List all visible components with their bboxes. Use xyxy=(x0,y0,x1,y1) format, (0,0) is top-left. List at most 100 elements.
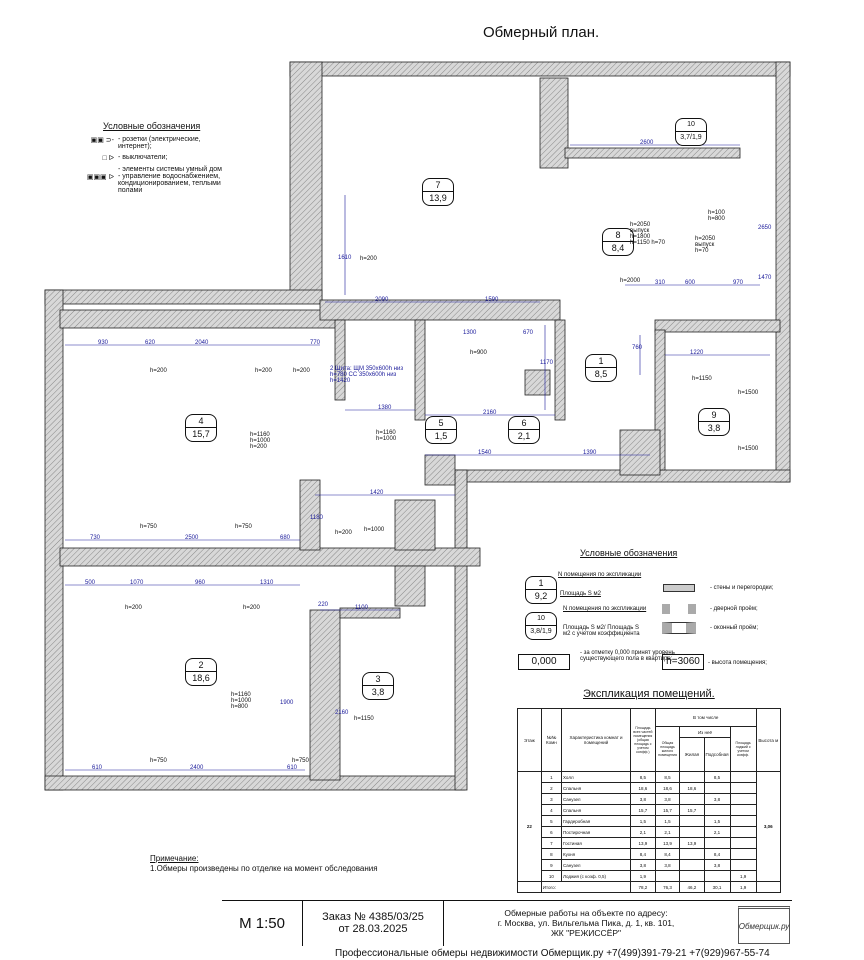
legend-text: - управление водоснабжением, кондиционир… xyxy=(118,173,221,194)
cell: 1,9 xyxy=(729,870,757,882)
height-mark: h=1150 xyxy=(354,716,374,722)
th-living: Жилая xyxy=(679,737,705,772)
cell: 8,4 xyxy=(703,848,731,860)
cell: 18,6 xyxy=(630,782,656,794)
legend-text: Площадь S м2/ Площадь S м2 с учетом коэф… xyxy=(563,625,640,637)
control-icon: ▣▣▣ ᐅ xyxy=(86,174,114,181)
address-line: Обмерные работы на объекте по адресу: xyxy=(504,908,668,918)
cell: 18,6 xyxy=(654,782,681,794)
height-mark: h=750 xyxy=(150,758,167,764)
cell xyxy=(703,837,731,849)
legend-top: ▣▣ ⊃-- розетки (электрические, интернет)… xyxy=(80,136,260,194)
cell: 1,9 xyxy=(630,870,656,882)
dimension: 730 xyxy=(90,535,101,541)
explication-title: Экспликация помещений. xyxy=(583,688,715,700)
cell: 78,2 xyxy=(630,881,656,893)
wall xyxy=(539,77,569,169)
order-number: Заказ № 4385/03/25 xyxy=(322,911,424,923)
th-aux: Подсобная xyxy=(703,737,731,772)
cell xyxy=(654,870,681,882)
wall xyxy=(289,61,791,77)
cell xyxy=(729,848,757,860)
dimension: 610 xyxy=(287,765,298,771)
cell xyxy=(729,771,757,783)
wall xyxy=(564,147,741,159)
note-title: Примечание: xyxy=(150,854,199,863)
cell: Итого: xyxy=(540,881,632,893)
dimension: 1420 xyxy=(370,490,384,496)
wall xyxy=(339,607,401,619)
wall xyxy=(394,565,426,607)
legend-text: - высота помещения; xyxy=(708,660,767,666)
cell: 1,9 xyxy=(729,881,757,893)
wall xyxy=(334,319,346,401)
height-mark: h=1160 h=1000 h=200 xyxy=(250,432,271,450)
th-desc: Характеристика комнат и помещений xyxy=(560,708,632,772)
height-mark: h=1150 xyxy=(692,376,712,382)
dimension: 1590 xyxy=(485,297,499,303)
height-mark: h=2050 выпуск h=70 xyxy=(695,236,716,254)
cell: 1,5 xyxy=(654,815,681,827)
dimension: 610 xyxy=(92,765,103,771)
panel-note: 2 Щита: ЩМ 350х600h низ h=780 СС 350х600… xyxy=(330,366,404,384)
dimension: 220 xyxy=(318,602,329,608)
cell xyxy=(679,815,705,827)
height-mark: h=200 xyxy=(125,605,142,611)
cell: 3,8 xyxy=(703,859,731,871)
cell: 1,5 xyxy=(630,815,656,827)
th-total-all: Площадь всех частей помещения (общая пло… xyxy=(630,708,656,772)
height-mark: h=1500 xyxy=(738,390,759,396)
cell: 46,2 xyxy=(679,881,705,893)
dimension: 2500 xyxy=(185,535,199,541)
scale: М 1:50 xyxy=(239,914,285,932)
dimension: 2160 xyxy=(335,710,349,716)
height-mark: h=1500 xyxy=(738,446,759,452)
height-mark: h=1160 h=1000 h=800 xyxy=(231,692,252,710)
dimension: 310 xyxy=(655,280,666,286)
legend-text: N помещения по экспликации xyxy=(563,606,647,612)
dimension: 2040 xyxy=(195,340,209,346)
cell: 6 xyxy=(540,826,562,838)
th-height: Высота м xyxy=(755,708,782,772)
legend-text: - дверной проём; xyxy=(710,606,758,612)
cell: 15,7 xyxy=(630,804,656,816)
dimension: 1470 xyxy=(758,275,772,281)
cell: 3,8 xyxy=(703,793,731,805)
cell xyxy=(703,804,731,816)
wall xyxy=(299,479,321,551)
cell: Санузел xyxy=(560,793,632,805)
cell xyxy=(679,848,705,860)
legend-text: - элементы системы умный дом xyxy=(118,166,222,173)
cell: 2,1 xyxy=(703,826,731,838)
wall-symbol xyxy=(663,584,695,592)
wall xyxy=(44,289,64,791)
wall xyxy=(554,319,566,421)
address-info: Обмерные работы на объекте по адресу: г.… xyxy=(442,900,730,946)
dimension: 1300 xyxy=(463,330,477,336)
dimension: 1100 xyxy=(355,605,368,611)
cell: 5 xyxy=(540,815,562,827)
legend-text: - стены и перегородки; xyxy=(710,585,774,591)
cell: 8,5 xyxy=(654,771,681,783)
cell: Постирочная xyxy=(560,826,632,838)
smart-home-icon xyxy=(80,166,114,173)
height-mark: h=900 xyxy=(470,350,487,356)
cell xyxy=(729,782,757,794)
cell: 30,1 xyxy=(703,881,731,893)
switch-icon: □ ᐅ xyxy=(102,155,114,162)
cell: 3,8 xyxy=(654,793,681,805)
cell xyxy=(729,804,757,816)
cell xyxy=(679,870,705,882)
cell xyxy=(729,837,757,849)
